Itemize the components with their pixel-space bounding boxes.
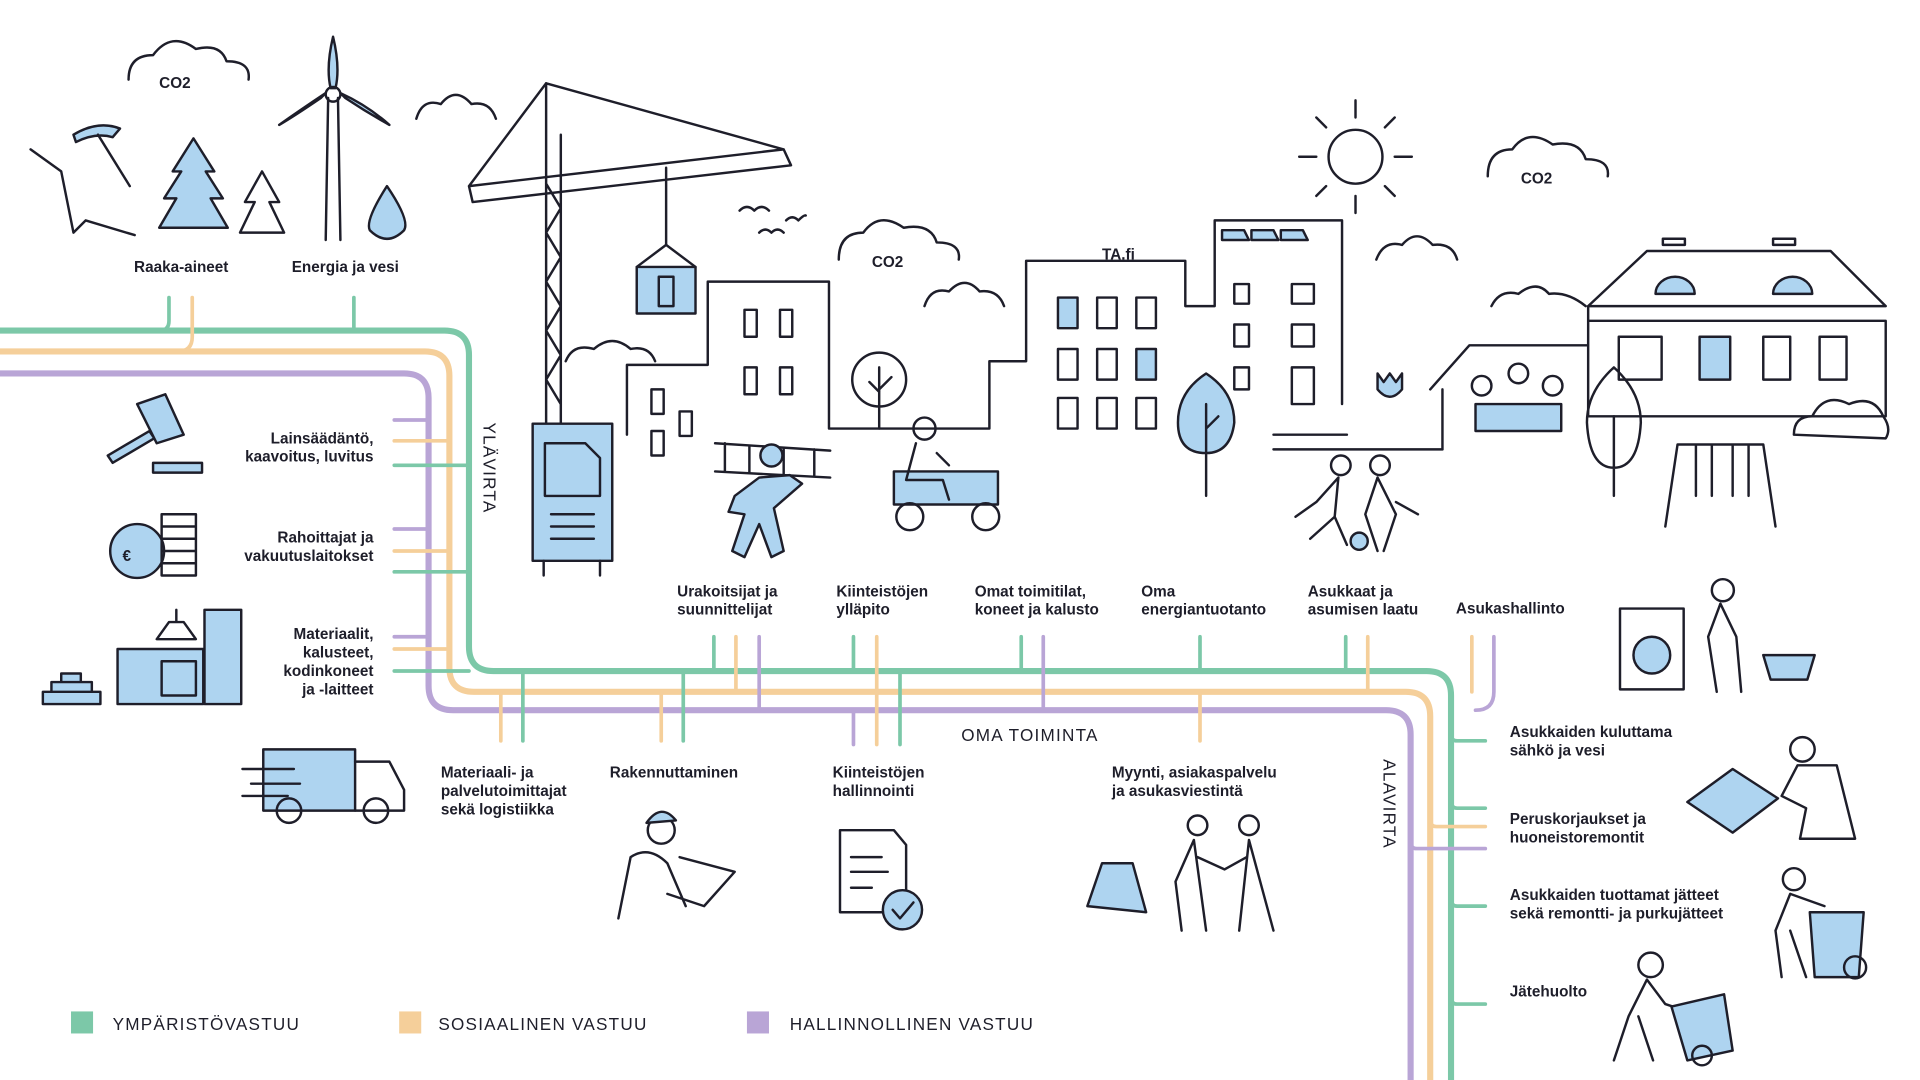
label-development: Rakennuttaminen bbox=[610, 765, 738, 782]
legend-environment: YMPÄRISTÖVASTUU bbox=[113, 1014, 300, 1034]
document-check-icon bbox=[838, 828, 924, 931]
label-waste-management: Jätehuolto bbox=[1510, 984, 1587, 1001]
engineer-blueprint-icon bbox=[617, 810, 736, 920]
cloud-icon bbox=[415, 93, 498, 121]
upstream-label: YLÄVIRTA bbox=[480, 422, 500, 513]
branches bbox=[157, 295, 1496, 1006]
gavel-icon bbox=[106, 393, 204, 474]
label-own-premises: Omat toimitilat,koneet ja kalusto bbox=[975, 583, 1099, 618]
lawnmower-icon bbox=[892, 416, 1001, 532]
handshake-sign-icon bbox=[1086, 814, 1275, 932]
svg-text:CO2: CO2 bbox=[159, 75, 190, 92]
tiling-worker-icon bbox=[1686, 735, 1857, 840]
legend-social: SOSIAALINEN VASTUU bbox=[438, 1014, 647, 1034]
energy-water-label: Energia ja vesi bbox=[292, 259, 399, 276]
svg-text:CO2: CO2 bbox=[872, 254, 903, 271]
truck-icon bbox=[241, 748, 406, 825]
environment-line bbox=[0, 327, 1455, 1080]
wind-turbine-icon bbox=[277, 35, 391, 242]
kitchen-appliances-icon bbox=[41, 608, 243, 706]
legend-swatch-governance bbox=[746, 1011, 769, 1034]
water-drop-icon bbox=[367, 184, 407, 240]
recycling-worker-icon bbox=[1774, 866, 1868, 980]
own-operations-label: OMA TOIMINTA bbox=[961, 725, 1098, 745]
downstream-label: ALAVIRTA bbox=[1380, 759, 1400, 849]
sun-icon bbox=[1297, 99, 1414, 215]
legend-swatch-environment bbox=[71, 1011, 94, 1034]
buildings-icon bbox=[625, 219, 1444, 457]
cloud-co2-icon-3: CO2 bbox=[1486, 135, 1610, 188]
waste-bin-worker-icon bbox=[1612, 951, 1734, 1067]
laundry-icon bbox=[1618, 577, 1816, 694]
cloud-co2-icon: CO2 bbox=[127, 40, 250, 92]
coins-euro-icon: € bbox=[108, 513, 198, 580]
small-tree-icon bbox=[238, 170, 286, 234]
governance-line bbox=[0, 370, 1414, 1080]
tree-round-icon bbox=[1176, 372, 1236, 498]
label-resident-governance: Asukashallinto bbox=[1456, 600, 1565, 617]
cloud-icon-2 bbox=[564, 235, 1587, 363]
raw-materials-label: Raaka-aineet bbox=[134, 259, 228, 276]
label-legislation: Lainsäädäntö,kaavoitus, luvitus bbox=[245, 430, 373, 465]
house-icon bbox=[1428, 237, 1890, 528]
svg-text:CO2: CO2 bbox=[1521, 171, 1552, 188]
children-playing-icon bbox=[1294, 454, 1420, 553]
social-line bbox=[0, 348, 1434, 1080]
brand-logo: TA.fi bbox=[1102, 247, 1135, 264]
worker-ladder-icon bbox=[713, 442, 832, 559]
tree-outline-icon bbox=[851, 351, 908, 430]
tree-icon bbox=[157, 137, 229, 229]
birds-icon bbox=[738, 205, 807, 234]
svg-text:€: € bbox=[122, 548, 131, 565]
pickaxe-icon bbox=[29, 124, 136, 237]
cloud-co2-icon-2: CO2 bbox=[837, 219, 961, 271]
document-kiosk-icon bbox=[531, 422, 614, 577]
legend-swatch-social bbox=[399, 1011, 422, 1034]
legend: YMPÄRISTÖVASTUU SOSIAALINEN VASTUU HALLI… bbox=[71, 1011, 1034, 1034]
tulip-icon bbox=[1376, 372, 1404, 398]
legend-governance: HALLINNOLLINEN VASTUU bbox=[790, 1014, 1034, 1034]
crane-icon bbox=[467, 82, 793, 424]
